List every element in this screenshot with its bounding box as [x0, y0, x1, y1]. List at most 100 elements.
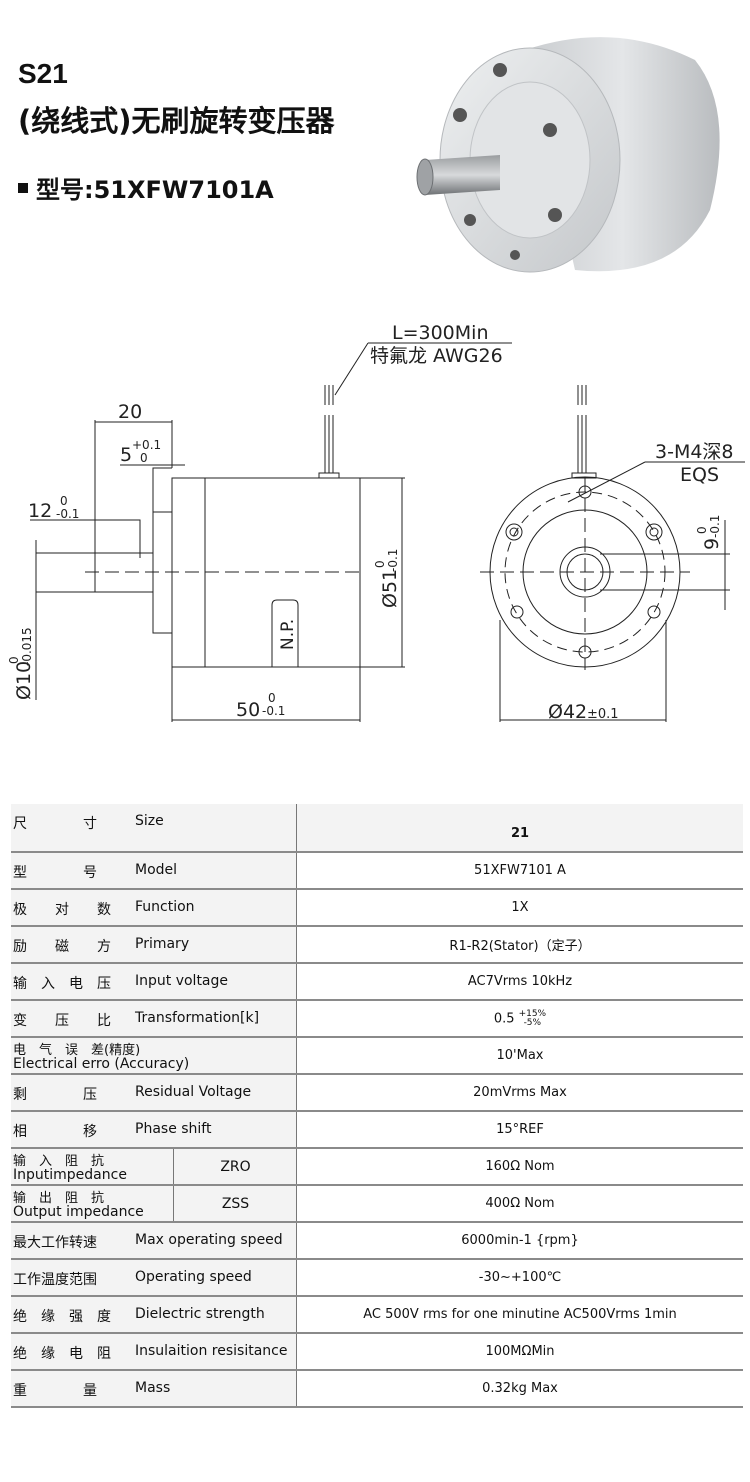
dim-9-upper: 0: [695, 526, 709, 534]
spec-label-en: Mass: [135, 1380, 171, 1396]
tol-upper: +15%: [518, 1008, 547, 1019]
eqs-label: EQS: [680, 464, 719, 486]
spec-label-cell: 绝 缘 电 阻 Insulaition resisitance: [11, 1333, 297, 1371]
spec-value: 400Ω Nom: [485, 1196, 555, 1211]
spec-value: 21: [510, 826, 530, 841]
spec-value-cell: 51XFW7101 A: [296, 852, 743, 890]
spec-label-cn: 绝 缘 强 度: [13, 1309, 111, 1325]
spec-label-en: Function: [135, 899, 195, 915]
dim-51-upper: 0: [373, 560, 387, 568]
spec-label-cell: 变 压 比 Transformation[k]: [11, 1000, 297, 1038]
lead-wire-label: 特氟龙 AWG26: [370, 345, 503, 367]
model-line: 型号:51XFW7101A: [18, 170, 274, 205]
spec-label-en: Primary: [135, 936, 190, 952]
spec-value-cell: 15°REF: [296, 1111, 743, 1149]
spec-label-cell: 电 气 误 差(精度)Electrical erro (Accuracy): [11, 1037, 297, 1075]
dim-50-lower: -0.1: [262, 704, 285, 718]
spec-label-en: Model: [135, 862, 178, 878]
spec-label-cn: 型 号: [13, 865, 97, 881]
spec-value: 6000min-1 {rpm}: [461, 1233, 579, 1248]
spec-label-cn: 励 磁 方: [13, 939, 111, 955]
spec-label-en: Inputimpedance: [13, 1167, 127, 1183]
spec-label-cn: 剩 压: [13, 1087, 97, 1103]
tol-lower: -5%: [523, 1017, 542, 1028]
spec-table: 尺 寸 Size 21 型 号 Model 51XFW7101 A 极 对 数 Functio…: [11, 804, 743, 1408]
spec-label-en: Max operating speed: [135, 1232, 283, 1248]
product-photo: [416, 37, 720, 273]
spec-value-cell: 160Ω Nom: [296, 1148, 743, 1186]
spec-label-cn: 尺 寸: [13, 816, 97, 832]
spec-value: 1X: [511, 900, 529, 915]
spec-label-cn: 极 对 数: [13, 902, 111, 918]
dim-9-lower: -0.1: [708, 515, 722, 538]
spec-value: R1-R2(Stator)（定子）: [449, 939, 591, 954]
spec-value: 20mVrms Max: [473, 1085, 567, 1100]
spec-row: 尺 寸 Size 21: [11, 804, 743, 853]
lead-wires-side: [318, 342, 512, 479]
spec-label-cn: 工作温度范围: [13, 1272, 97, 1288]
spec-label-cn: 电 气 误 差(精度): [13, 1043, 141, 1058]
spec-label-en: Electrical erro (Accuracy): [13, 1056, 190, 1072]
spec-row: 电 气 误 差(精度)Electrical erro (Accuracy) 10'…: [11, 1037, 743, 1075]
spec-value-cell: R1-R2(Stator)（定子）: [296, 926, 743, 964]
spec-row: 型 号 Model 51XFW7101 A: [11, 852, 743, 890]
spec-label-en: Residual Voltage: [135, 1084, 252, 1100]
side-view: [30, 420, 405, 722]
spec-row: 相 移 Phase shift 15°REF: [11, 1111, 743, 1149]
series-title: S21: [18, 58, 68, 89]
spec-label-cn: 绝 缘 电 阻: [13, 1346, 111, 1362]
spec-value-cell: AC 500V rms for one minutine AC500Vrms 1…: [296, 1296, 743, 1334]
tolerance: +15%-5%: [518, 1008, 547, 1028]
spec-value: 51XFW7101 A: [474, 863, 566, 878]
np-label: N.P.: [278, 619, 298, 650]
spec-value-cell: 0.5+15%-5%: [296, 1000, 743, 1038]
spec-value-cell: 21: [296, 804, 743, 853]
spec-label-cn: 变 压 比: [13, 1013, 111, 1029]
dim-42-tol: ±0.1: [587, 707, 619, 722]
spec-value-cell: 10'Max: [296, 1037, 743, 1075]
model-label: 型号:51XFW7101A: [36, 176, 274, 204]
dimension-drawing: L=300Min 特氟龙 AWG26 20 5 +0.1 0 12 0 -0.1…: [7, 322, 745, 723]
spec-label-cell: 型 号 Model: [11, 852, 297, 890]
spec-value: -30~+100℃: [478, 1270, 562, 1285]
spec-sublabel: ZRO: [173, 1149, 297, 1184]
spec-value-cell: 0.32kg Max: [296, 1370, 743, 1408]
spec-row: 励 磁 方 Primary R1-R2(Stator)（定子）: [11, 926, 743, 964]
spec-label-en: Size: [135, 813, 164, 829]
spec-label-cell: 尺 寸 Size: [11, 804, 297, 853]
spec-label-en: Phase shift: [135, 1121, 212, 1137]
spec-label-cn: 相 移: [13, 1124, 97, 1140]
dim-20: 20: [118, 401, 142, 423]
spec-row: 极 对 数 Function 1X: [11, 889, 743, 927]
spec-value-cell: AC7Vrms 10kHz: [296, 963, 743, 1001]
spec-label-cn: 输 入 阻 抗: [13, 1154, 105, 1169]
spec-value: 10'Max: [496, 1048, 544, 1063]
spec-value-cell: 6000min-1 {rpm}: [296, 1222, 743, 1260]
dim-50: 50: [236, 699, 260, 721]
spec-row: 剩 压 Residual Voltage 20mVrms Max: [11, 1074, 743, 1112]
spec-value: 160Ω Nom: [485, 1159, 555, 1174]
front-view: [480, 385, 745, 722]
spec-label-en: Transformation[k]: [135, 1010, 260, 1026]
dim-10-upper: 0: [7, 656, 21, 664]
dim-5-lower: 0: [140, 451, 148, 465]
spec-label-cell: 励 磁 方 Primary: [11, 926, 297, 964]
spec-label-cell: 极 对 数 Function: [11, 889, 297, 927]
spec-label-en: Insulaition resisitance: [135, 1343, 288, 1359]
dim-51: Ø51: [379, 569, 401, 608]
dim-10: Ø10: [13, 661, 35, 700]
dim-12: 12: [28, 500, 52, 522]
spec-value-cell: 100MΩMin: [296, 1333, 743, 1371]
spec-value: AC7Vrms 10kHz: [467, 974, 573, 989]
